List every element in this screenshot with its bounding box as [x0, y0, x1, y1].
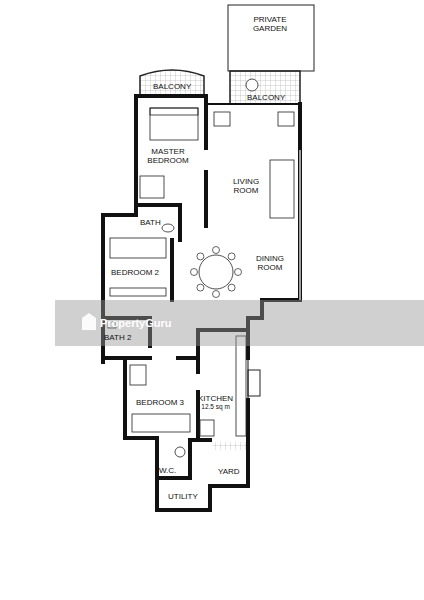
room-name: BEDROOM 3: [136, 398, 184, 407]
room-name: DINING ROOM: [253, 254, 287, 272]
room-label: BATH 2: [103, 332, 132, 343]
room-label: KITCHEN12.5 sq m: [197, 393, 234, 412]
room-label: MASTER BEDROOM: [144, 146, 192, 166]
room-label: W.C.: [158, 465, 177, 476]
room-name: BATH: [140, 218, 161, 227]
room-label: DINING ROOM: [252, 253, 288, 273]
room-name: UTILITY: [168, 492, 198, 501]
room-label: PRIVATE GARDEN: [247, 14, 293, 34]
room-name: BALCONY: [247, 93, 285, 102]
watermark-band: [55, 300, 424, 346]
room-label: BALCONY: [246, 92, 286, 103]
room-name: LIVING ROOM: [229, 177, 263, 195]
room-label: UTILITY: [167, 491, 199, 502]
room-name: KITCHEN: [198, 394, 233, 403]
room-name: W.C.: [159, 466, 176, 475]
room-label: LIVING ROOM: [228, 176, 264, 196]
room-label: BATH: [139, 217, 162, 228]
room-name: BATH 2: [104, 333, 131, 342]
room-label: YARD: [217, 466, 241, 477]
room-name: YARD: [218, 467, 240, 476]
room-name: BALCONY: [153, 82, 191, 91]
room-name: BEDROOM 2: [111, 268, 159, 277]
room-name: MASTER BEDROOM: [145, 147, 191, 165]
room-area: 12.5 sq m: [198, 403, 233, 411]
room-name: PRIVATE GARDEN: [248, 15, 292, 33]
watermark-icon: [82, 313, 96, 330]
room-label: BEDROOM 2: [110, 267, 160, 278]
room-label: BEDROOM 3: [135, 397, 185, 408]
room-label: BALCONY: [152, 81, 192, 92]
watermark: PropertyGuru: [100, 317, 172, 329]
